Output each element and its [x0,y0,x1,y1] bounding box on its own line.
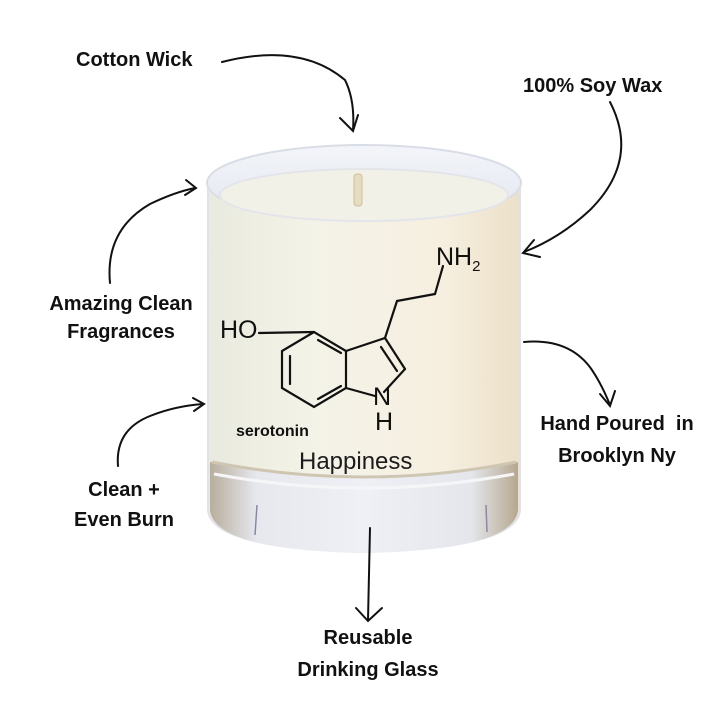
arrow-cotton-wick [221,54,355,131]
callout-soy-wax: 100% Soy Wax [523,75,663,97]
callout-clean-burn-line1: Clean + [88,479,160,501]
arrow-reusable [367,527,371,621]
callout-hand-poured-line1: Hand Poured in [540,413,694,435]
callout-fragrances-line1: Amazing Clean [49,293,193,315]
callout-reusable-line1: Reusable [323,627,413,649]
callout-cotton-wick: Cotton Wick [76,49,193,71]
compound-name: serotonin [236,423,309,440]
callout-fragrances: Amazing Clean Fragrances [36,290,206,346]
callout-reusable-glass: Reusable Drinking Glass [282,624,454,684]
callout-clean-burn-line2: Even Burn [73,509,175,531]
molecule-ho-label: HO [220,316,258,344]
arrow-fragrances [108,187,196,284]
callout-hand-poured-line2: Brooklyn Ny [558,445,676,467]
subscript-2: 2 [472,258,481,275]
molecule-n-label: N [373,383,392,411]
arrow-soy-wax [523,101,623,253]
nh-text: NH [436,243,473,271]
molecule-h-label: H [375,408,394,436]
arrow-clean-burn [116,403,204,467]
callout-fragrances-line2: Fragrances [67,321,175,343]
molecule-nh2-label: NH2 [436,243,480,275]
scent-name: Happiness [299,448,413,475]
arrow-hand-poured [523,340,611,406]
callout-hand-poured: Hand Poured in Brooklyn Ny [524,410,710,470]
callout-clean-burn: Clean + Even Burn [62,476,186,534]
callout-reusable-line2: Drinking Glass [297,659,439,681]
